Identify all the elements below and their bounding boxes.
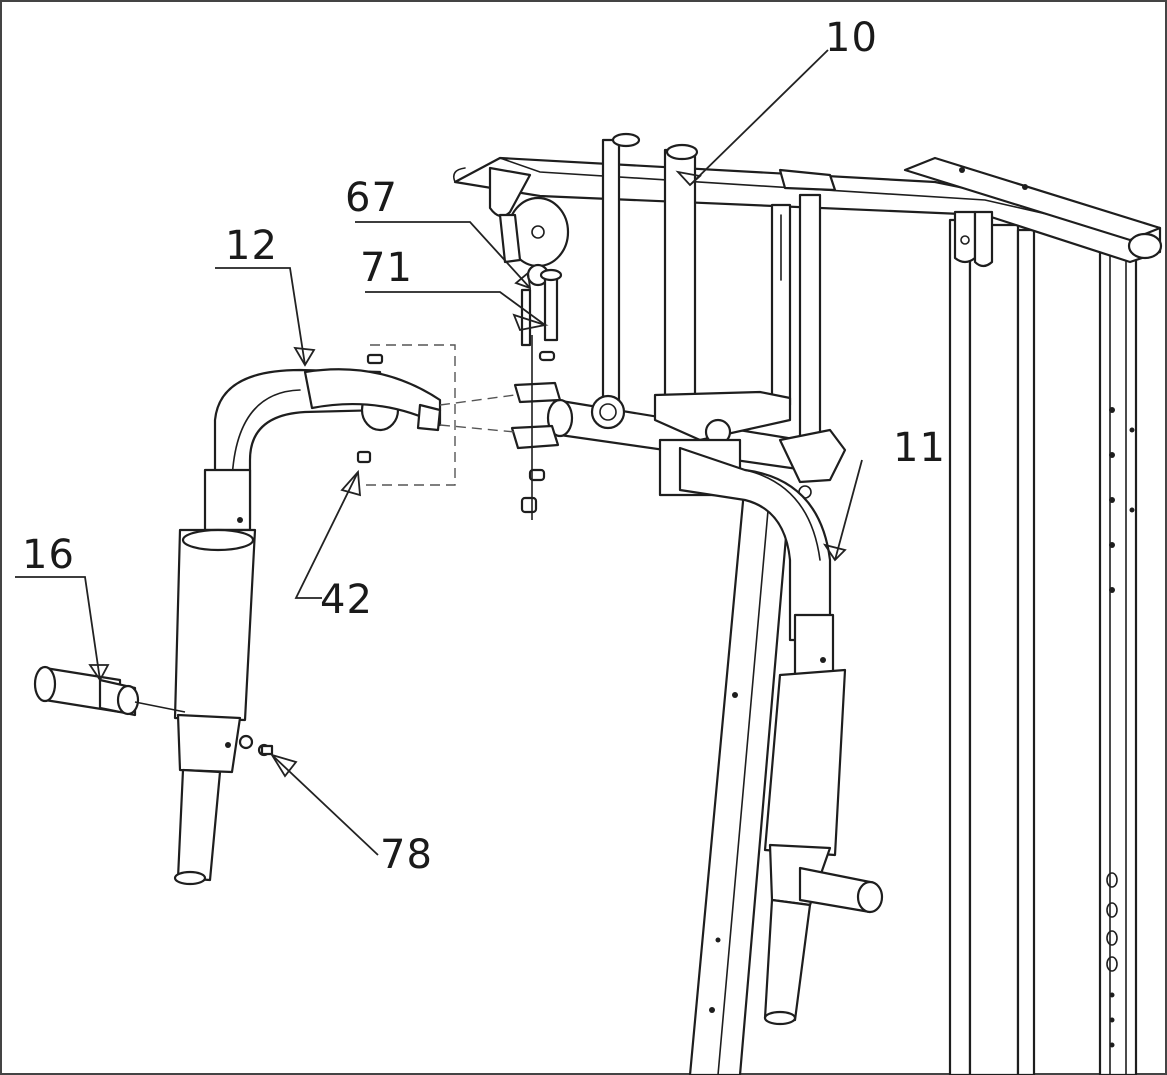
pin-42 [356, 450, 372, 464]
callout-11: 11 [893, 425, 946, 471]
callout-10: 10 [825, 15, 878, 61]
handle-16 [33, 665, 186, 717]
top-cross-beam [452, 156, 1163, 268]
callout-12: 12 [225, 223, 278, 269]
callout-78: 78 [380, 832, 433, 878]
left-arm-assembly [173, 368, 442, 886]
right-upright-frame [948, 218, 1138, 1075]
bolt-78 [238, 734, 274, 757]
leader-lines [15, 49, 863, 856]
callout-71: 71 [360, 245, 413, 291]
right-arm-assembly [658, 438, 884, 1026]
callout-67: 67 [345, 175, 398, 221]
bolt-71 [520, 268, 563, 347]
callout-16: 16 [22, 532, 75, 578]
callout-42: 42 [320, 577, 373, 623]
assembly-guides [365, 344, 516, 486]
pulley-assembly [488, 166, 570, 287]
bracket-plates [510, 335, 562, 520]
vertical-posts [601, 132, 837, 477]
top-cap [366, 353, 384, 365]
